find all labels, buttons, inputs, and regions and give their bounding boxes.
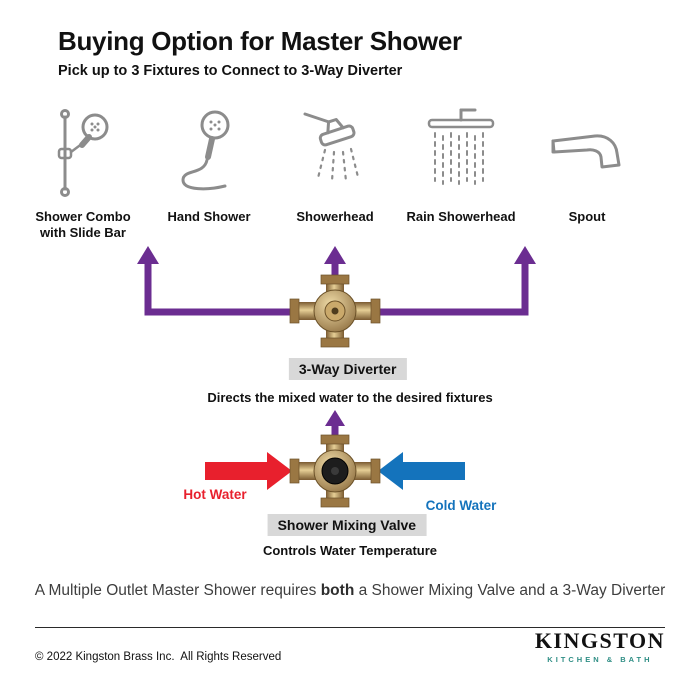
brand-name: KINGSTON [534,628,665,653]
fixture-label: Showerhead [296,209,374,224]
copyright-text: © 2022 Kingston Brass Inc. All Rights Re… [35,651,282,663]
shower-combo-slide-bar-icon [37,103,129,203]
fixture-label: Shower Combo with Slide Bar [35,209,131,241]
diverter-label: 3-Way Diverter [288,358,407,380]
kingston-logo: KINGSTON KITCHEN & BATH [534,628,665,665]
spout-icon [541,103,633,203]
fixture-showerhead: Showerhead [272,103,398,242]
fixtures-row: Shower Combo with Slide Bar H [20,103,650,242]
fixture-rain-showerhead: Rain Showerhead [398,103,524,242]
showerhead-icon [289,103,381,203]
brand-tagline: KITCHEN & BATH [547,655,653,664]
summary-emphasis: both [320,582,355,599]
diverter-to-fixtures-arrows [137,246,536,316]
mixing-to-diverter-arrow [325,410,345,437]
footer-divider [35,627,665,628]
rain-showerhead-icon [415,103,507,203]
fixture-label: Spout [568,209,606,224]
diverter-description: Directs the mixed water to the desired f… [207,390,493,405]
cold-water-arrow [378,452,465,490]
cold-water-label: Cold Water [425,498,497,513]
fixture-label: Hand Shower [167,209,251,224]
three-way-diverter-image [289,274,381,348]
fixture-label: Rain Showerhead [406,209,516,224]
mixing-valve-description: Controls Water Temperature [262,543,438,558]
page-subtitle: Pick up to 3 Fixtures to Connect to 3-Wa… [58,63,403,79]
hot-water-label: Hot Water [183,487,247,502]
hot-water-arrow [205,452,292,490]
page-title: Buying Option for Master Shower [58,26,462,56]
fixture-shower-combo: Shower Combo with Slide Bar [20,103,146,242]
fixture-spout: Spout [524,103,650,242]
hand-shower-icon [163,103,255,203]
summary-sentence: A Multiple Outlet Master Shower requires… [0,582,700,600]
summary-suffix: a Shower Mixing Valve and a 3-Way Divert… [354,582,666,599]
mixing-valve-label: Shower Mixing Valve [267,514,427,536]
shower-mixing-valve-image [289,434,381,508]
fixture-hand-shower: Hand Shower [146,103,272,242]
summary-prefix: A Multiple Outlet Master Shower requires [34,582,321,599]
